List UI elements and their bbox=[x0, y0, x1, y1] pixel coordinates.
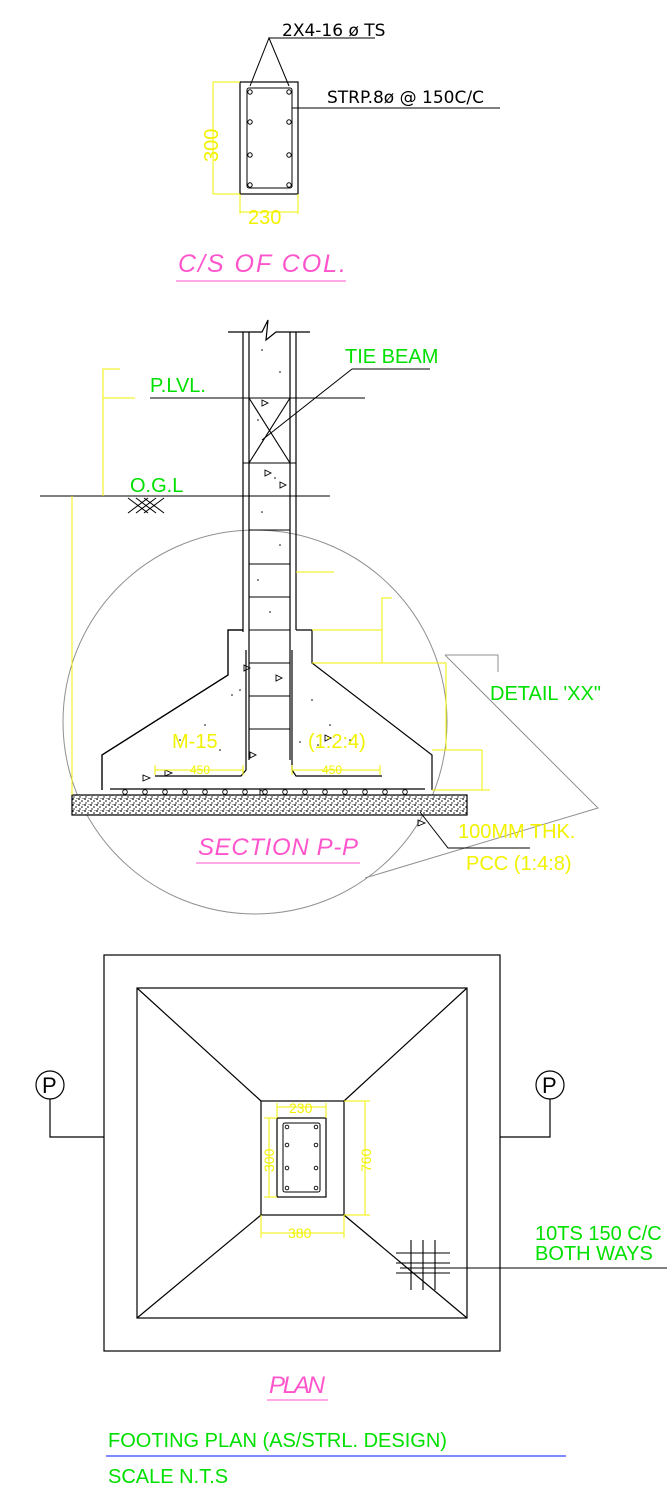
footing-outline-plan bbox=[136, 987, 468, 1319]
plan-title: PLAN bbox=[269, 1372, 326, 1399]
pcc-outline bbox=[103, 954, 501, 1352]
column-section-title: C/S OF COL. bbox=[178, 250, 346, 278]
detail-callout-line-2 bbox=[364, 654, 599, 879]
tie-beam-label: TIE BEAM bbox=[345, 346, 438, 368]
plan-column-bars bbox=[284, 1124, 319, 1191]
section-mark-left-label: P bbox=[42, 1073, 57, 1098]
pcc-leader bbox=[419, 811, 530, 849]
column-depth-label: 300 bbox=[201, 129, 223, 162]
rebar-grid-symbol bbox=[396, 1240, 450, 1290]
plan-column bbox=[276, 1117, 327, 1198]
column-ties bbox=[249, 529, 290, 730]
section-title: SECTION P-P bbox=[198, 834, 358, 861]
section-dimensions bbox=[71, 368, 490, 795]
main-bars-label: 2X4-16 ø TS bbox=[282, 21, 385, 41]
pcc-label-line2: PCC (1:4:8) bbox=[466, 853, 572, 875]
detail-callout-line bbox=[445, 654, 499, 672]
section-pp: P.LVL. O.G.L TIE BEAM 450 bbox=[40, 319, 601, 915]
longitudinal-bars bbox=[247, 89, 292, 188]
footing-outline-right bbox=[296, 629, 433, 790]
aggregate-triangles bbox=[142, 399, 427, 827]
ground-hatch bbox=[127, 497, 165, 514]
plan-pedestal-width: 230 bbox=[289, 1100, 313, 1116]
right-bar-hook bbox=[291, 650, 382, 777]
tie-beam-section bbox=[243, 397, 296, 464]
rebar-label-line1: 10TS 150 C/C bbox=[535, 1223, 662, 1245]
plan-column-stirrup bbox=[282, 1122, 321, 1193]
bottom-rebar-dots bbox=[122, 789, 408, 795]
plan-stub-width: 380 bbox=[288, 1225, 312, 1241]
column-depth-dimension bbox=[212, 81, 240, 195]
plan-dimensions bbox=[260, 1100, 370, 1238]
pcc-bed bbox=[71, 794, 468, 816]
scale-label: SCALE N.T.S bbox=[108, 1466, 228, 1488]
pcc-label-line1: 100MM THK. bbox=[458, 821, 575, 843]
pedestal-stub bbox=[260, 1100, 345, 1216]
column-width-dimension bbox=[239, 194, 299, 214]
footing-outline-left bbox=[101, 629, 243, 790]
plan-stub-depth: 760 bbox=[358, 1148, 374, 1172]
column-cross-section: 2X4-16 ø TS STRP.8ø @ 150C/C 300 230 C/S… bbox=[176, 21, 500, 282]
left-offset-dim: 450 bbox=[190, 763, 210, 777]
plan-pedestal-depth: 300 bbox=[261, 1148, 277, 1172]
right-offset-dim: 450 bbox=[322, 763, 342, 777]
mix-ratio-label: (1:2:4) bbox=[308, 731, 366, 753]
column-outline bbox=[239, 81, 299, 195]
footing-plan-title: FOOTING PLAN (AS/STRL. DESIGN) bbox=[108, 1430, 447, 1452]
column-width-label: 230 bbox=[248, 207, 281, 229]
concrete-aggregate bbox=[179, 349, 351, 751]
slope-lines bbox=[136, 987, 468, 1319]
section-mark-right-label: P bbox=[542, 1073, 557, 1098]
concrete-grade-label: M-15 bbox=[172, 731, 218, 753]
stirrup-outline bbox=[246, 87, 293, 189]
stirrup-label: STRP.8ø @ 150C/C bbox=[327, 88, 484, 108]
section-mark-right: P bbox=[500, 1070, 565, 1138]
ground-level-label: O.G.L bbox=[130, 475, 183, 497]
footing-plan: 230 300 760 380 P P 10TS 150 C/C BOTH WA… bbox=[35, 954, 667, 1488]
bar-leader bbox=[249, 36, 290, 87]
plinth-level-label: P.LVL. bbox=[150, 375, 206, 397]
detail-label: DETAIL 'XX" bbox=[490, 683, 601, 705]
tie-beam-leader bbox=[261, 368, 353, 441]
column-stem bbox=[228, 319, 310, 760]
rebar-label-line2: BOTH WAYS bbox=[535, 1243, 653, 1265]
section-mark-left: P bbox=[35, 1070, 104, 1138]
